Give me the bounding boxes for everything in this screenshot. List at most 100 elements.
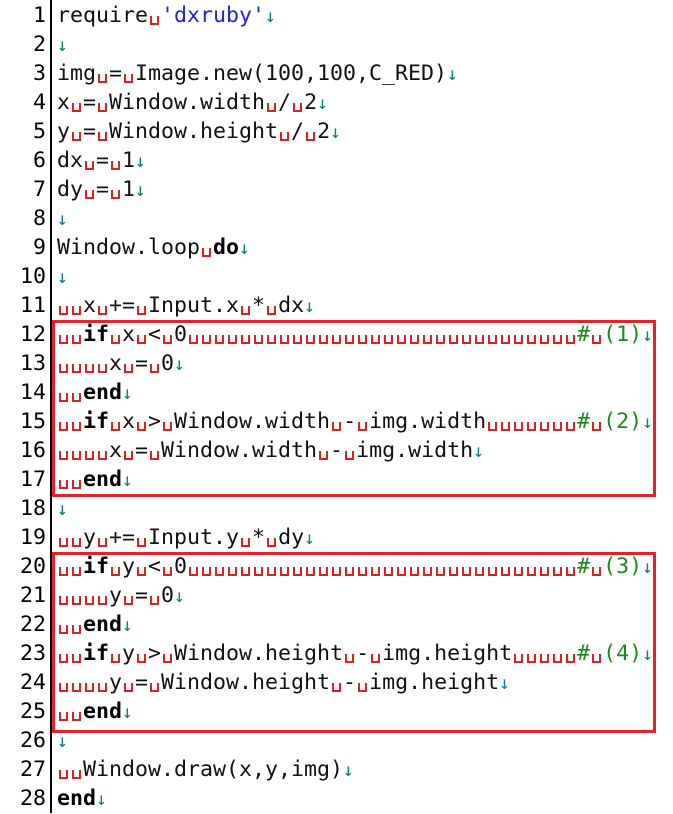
space-marker-icon xyxy=(408,320,421,349)
space-marker-icon xyxy=(356,320,369,349)
code-token xyxy=(57,409,83,434)
code-text: require'dxruby'↓ xyxy=(57,1,276,31)
space-marker-icon xyxy=(109,639,122,668)
space-marker-icon xyxy=(70,465,83,494)
line-number: 9 xyxy=(32,235,46,260)
newline-marker-icon: ↓ xyxy=(642,412,653,433)
code-line[interactable]: 19 y+=Input.y*dy↓ xyxy=(0,523,673,552)
space-marker-icon xyxy=(369,320,382,349)
space-marker-icon xyxy=(57,349,70,378)
space-marker-icon xyxy=(57,755,70,784)
space-marker-icon xyxy=(590,639,603,668)
space-marker-icon xyxy=(356,668,369,697)
space-marker-icon xyxy=(395,552,408,581)
newline-marker-icon: ↓ xyxy=(304,528,315,549)
space-marker-icon xyxy=(421,552,434,581)
newline-marker-icon: ↓ xyxy=(135,180,146,201)
space-marker-icon xyxy=(473,320,486,349)
code-line[interactable]: 26↓ xyxy=(0,726,673,755)
line-number: 1 xyxy=(32,3,46,28)
line-number: 23 xyxy=(19,641,46,666)
space-marker-icon xyxy=(304,117,317,146)
space-marker-icon xyxy=(278,320,291,349)
space-marker-icon xyxy=(512,552,525,581)
space-marker-icon xyxy=(200,320,213,349)
space-marker-icon xyxy=(265,523,278,552)
code-text: ↓ xyxy=(57,204,68,234)
code-token: x=Window.width-img.width xyxy=(57,438,473,463)
space-marker-icon xyxy=(226,552,239,581)
line-number: 19 xyxy=(19,525,46,550)
newline-marker-icon: ↓ xyxy=(135,151,146,172)
code-token xyxy=(57,641,83,666)
code-line[interactable]: 2↓ xyxy=(0,30,673,59)
space-marker-icon xyxy=(551,552,564,581)
space-marker-icon xyxy=(265,88,278,117)
space-marker-icon xyxy=(109,407,122,436)
comment-token: #(2) xyxy=(577,409,643,434)
space-marker-icon xyxy=(564,639,577,668)
space-marker-icon xyxy=(382,552,395,581)
code-token xyxy=(57,612,83,637)
code-token xyxy=(57,322,83,347)
line-number: 14 xyxy=(19,380,46,405)
space-marker-icon xyxy=(434,552,447,581)
space-marker-icon xyxy=(57,465,70,494)
space-marker-icon xyxy=(252,552,265,581)
newline-marker-icon: ↓ xyxy=(265,6,276,27)
line-number: 26 xyxy=(19,728,46,753)
newline-marker-icon: ↓ xyxy=(499,673,510,694)
line-number: 13 xyxy=(19,351,46,376)
space-marker-icon xyxy=(122,668,135,697)
space-marker-icon xyxy=(70,697,83,726)
code-text: x=Window.width-img.width↓ xyxy=(57,436,484,466)
code-line[interactable]: 8↓ xyxy=(0,204,673,233)
code-line[interactable]: 18↓ xyxy=(0,494,673,523)
space-marker-icon xyxy=(57,581,70,610)
space-marker-icon xyxy=(70,668,83,697)
space-marker-icon xyxy=(538,320,551,349)
space-marker-icon xyxy=(57,552,70,581)
newline-marker-icon: ↓ xyxy=(473,441,484,462)
space-marker-icon xyxy=(57,523,70,552)
space-marker-icon xyxy=(96,668,109,697)
code-line[interactable]: 1 require'dxruby'↓ xyxy=(0,1,673,30)
code-text: end↓ xyxy=(57,378,133,408)
space-marker-icon xyxy=(330,668,343,697)
code-token: x+=Input.x*dx xyxy=(57,293,304,318)
space-marker-icon xyxy=(70,523,83,552)
keyword-token: do xyxy=(213,235,240,260)
code-line[interactable]: 14 end↓ xyxy=(0,378,673,407)
newline-marker-icon: ↓ xyxy=(174,354,185,375)
code-line[interactable]: 10↓ xyxy=(0,262,673,291)
space-marker-icon xyxy=(96,117,109,146)
space-marker-icon xyxy=(226,320,239,349)
code-token: x<0 xyxy=(109,322,577,347)
code-token: y+=Input.y*dy xyxy=(57,525,304,550)
code-text: img=Image.new(100,100,C_RED)↓ xyxy=(57,59,458,89)
space-marker-icon xyxy=(356,552,369,581)
space-marker-icon xyxy=(447,552,460,581)
